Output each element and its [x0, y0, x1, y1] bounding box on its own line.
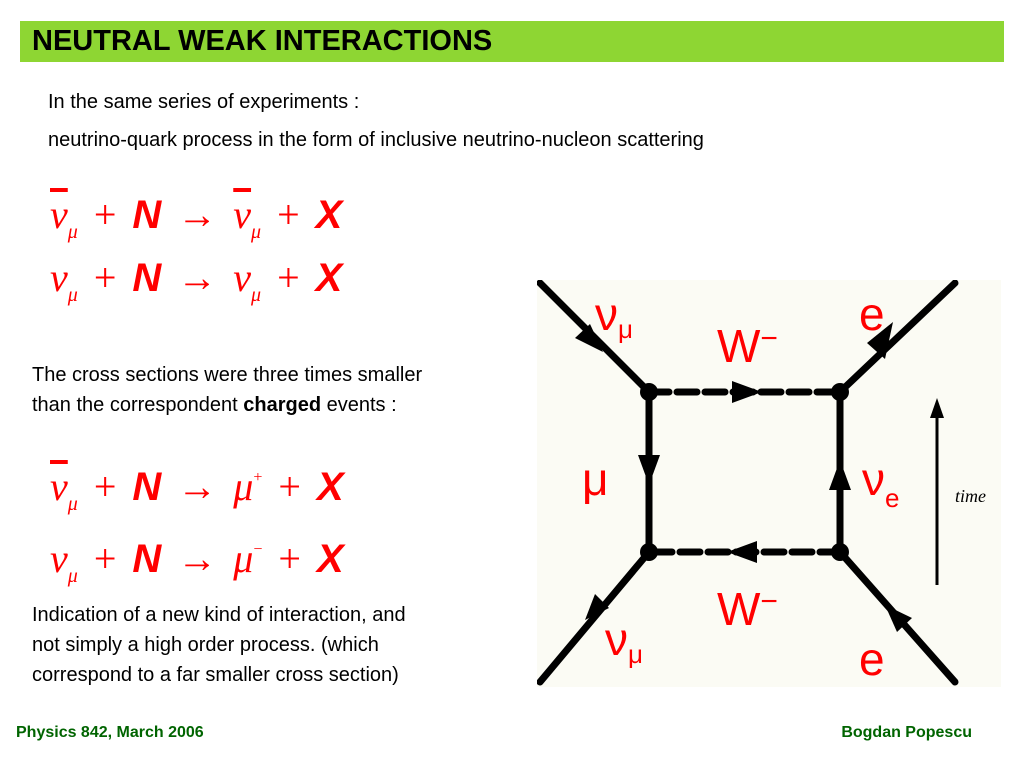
- eq-arrow: →: [177, 192, 218, 237]
- label-bottom-left-nu: νμ: [605, 613, 643, 669]
- label-top-w: W−: [717, 320, 778, 372]
- eq-plus: +: [277, 192, 300, 237]
- eq-lhs-sub: μ: [67, 493, 78, 515]
- footer-left: Physics 842, March 2006: [16, 724, 204, 741]
- eq-target: N: [132, 256, 162, 300]
- eq-target: N: [132, 537, 162, 581]
- footer-right: Bogdan Popescu: [841, 724, 972, 741]
- eq-plus: +: [277, 255, 300, 300]
- vertex-top-right: [831, 383, 849, 401]
- cross-text-line-1: The cross sections were three times smal…: [32, 364, 423, 386]
- eq-lhs-particle: ν: [50, 536, 68, 581]
- indication-line-1: Indication of a new kind of interaction,…: [32, 604, 406, 626]
- eq-rhs-particle: ν: [233, 255, 252, 300]
- eq-plus: +: [93, 192, 117, 237]
- intro-line-1: In the same series of experiments :: [48, 91, 360, 113]
- vertex-top-left: [640, 383, 658, 401]
- label-top-right-e: e: [859, 288, 885, 340]
- eq-arrow: →: [177, 536, 218, 581]
- eq-lhs-particle: ν: [50, 255, 68, 300]
- arrow-head-nu-e: [829, 460, 851, 490]
- eq-plus: +: [93, 536, 117, 581]
- label-nu-e: νe: [862, 453, 899, 513]
- arrow-head-top-w: [732, 381, 762, 403]
- time-arrow-head: [930, 398, 944, 418]
- eq-lhs-particle: ν: [50, 192, 68, 237]
- label-bottom-w: W−: [717, 583, 778, 635]
- label-time: time: [955, 486, 986, 506]
- equation-charged-antineutrino: νμ + N → μ+ + X: [50, 455, 344, 527]
- feynman-diagram: νμ e W− μ νe W− νμ e time: [536, 279, 1001, 687]
- eq-rhs-sub: μ: [251, 221, 262, 243]
- indication-line-3: correspond to a far smaller cross sectio…: [32, 664, 399, 686]
- eq-plus: +: [278, 536, 301, 581]
- vertex-bottom-left: [640, 543, 658, 561]
- label-bottom-right-e: e: [859, 633, 885, 685]
- slide-title: NEUTRAL WEAK INTERACTIONS: [32, 25, 493, 57]
- eq-lhs-sub: μ: [67, 284, 78, 306]
- eq-rhs-particle: μ: [233, 536, 254, 581]
- cross-text-post: events :: [321, 394, 397, 416]
- eq-rhs-sup: −: [253, 541, 263, 558]
- vertex-bottom-right: [831, 543, 849, 561]
- eq-rhs-particle: ν: [233, 192, 252, 237]
- eq-plus: +: [93, 464, 117, 509]
- outgoing-electron-line: [836, 279, 959, 396]
- outgoing-muon-neutrino-line: [536, 548, 653, 686]
- eq-target: N: [132, 465, 162, 509]
- eq-product: X: [316, 537, 344, 581]
- arrow-head-incoming-e: [885, 605, 912, 632]
- title-bar: NEUTRAL WEAK INTERACTIONS: [20, 21, 1004, 62]
- arrow-head-muon: [638, 455, 660, 485]
- arrow-head-outgoing-nu-mu: [585, 594, 609, 620]
- arrow-head-outgoing-e: [867, 322, 893, 359]
- feynman-diagram-svg: νμ e W− μ νe W− νμ e time: [536, 279, 986, 686]
- eq-rhs-sub: μ: [251, 284, 262, 306]
- label-muon: μ: [582, 453, 609, 505]
- equation-neutral-neutrino: νμ + N → νμ + X: [50, 255, 342, 318]
- cross-text-line-2: than the correspondent charged events :: [32, 392, 397, 418]
- indication-line-2: not simply a high order process. (which: [32, 634, 379, 656]
- eq-arrow: →: [177, 255, 218, 300]
- eq-product: X: [315, 256, 343, 300]
- eq-rhs-particle: μ: [233, 464, 254, 509]
- eq-plus: +: [93, 255, 117, 300]
- label-top-left-nu: νμ: [595, 288, 633, 344]
- arrow-head-incoming-nu-mu: [575, 324, 603, 352]
- arrow-head-bottom-w: [727, 541, 757, 563]
- eq-lhs-sub: μ: [67, 565, 78, 587]
- eq-target: N: [132, 193, 162, 237]
- intro-line-2: neutrino-quark process in the form of in…: [48, 129, 704, 151]
- eq-product: X: [315, 193, 343, 237]
- charged-emphasis: charged: [243, 394, 322, 416]
- eq-lhs-sub: μ: [67, 221, 78, 243]
- eq-rhs-sup: +: [253, 469, 263, 486]
- eq-lhs-particle: ν: [50, 464, 68, 509]
- cross-text-pre: than the correspondent: [32, 394, 244, 416]
- eq-plus: +: [278, 464, 301, 509]
- equation-neutral-antineutrino: νμ + N → νμ + X: [50, 192, 342, 255]
- eq-arrow: →: [177, 464, 218, 509]
- equation-charged-neutrino: νμ + N → μ− + X: [50, 527, 344, 599]
- eq-product: X: [316, 465, 344, 509]
